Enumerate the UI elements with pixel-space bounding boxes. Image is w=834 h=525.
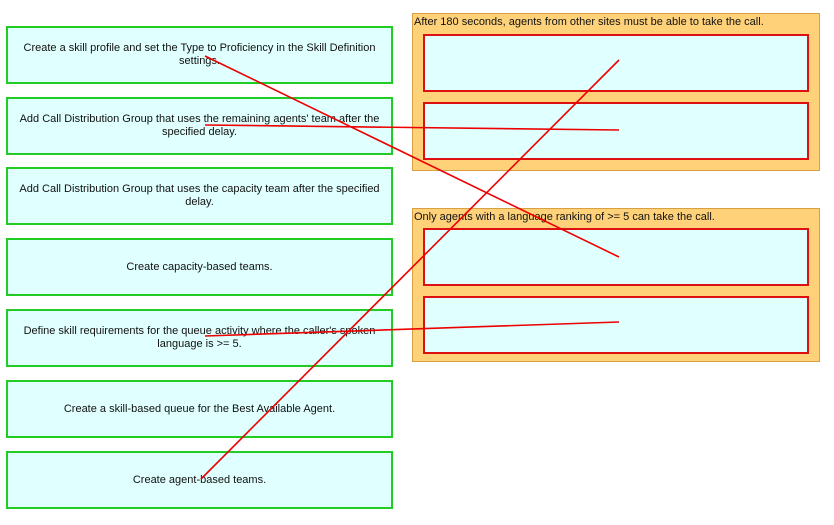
- option-skill-requirements[interactable]: Define skill requirements for the queue …: [6, 309, 393, 367]
- option-skill-profile[interactable]: Create a skill profile and set the Type …: [6, 26, 393, 84]
- target-panel-language-ranking: Only agents with a language ranking of >…: [412, 208, 820, 362]
- option-label: Add Call Distribution Group that uses th…: [19, 183, 380, 208]
- option-cdg-remaining-agents[interactable]: Add Call Distribution Group that uses th…: [6, 97, 393, 155]
- option-label: Create agent-based teams.: [132, 473, 267, 486]
- option-label: Create a skill-based queue for the Best …: [63, 402, 336, 415]
- answer-slot-3[interactable]: [423, 228, 809, 286]
- panel-title: Only agents with a language ranking of >…: [414, 211, 715, 223]
- option-label: Add Call Distribution Group that uses th…: [19, 113, 380, 138]
- option-capacity-teams[interactable]: Create capacity-based teams.: [6, 238, 393, 296]
- option-label: Create a skill profile and set the Type …: [23, 42, 376, 67]
- option-cdg-capacity-team[interactable]: Add Call Distribution Group that uses th…: [6, 167, 393, 225]
- answer-slot-4[interactable]: [423, 296, 809, 354]
- option-skill-based-queue[interactable]: Create a skill-based queue for the Best …: [6, 380, 393, 438]
- panel-title: After 180 seconds, agents from other sit…: [414, 16, 764, 28]
- option-label: Define skill requirements for the queue …: [23, 325, 376, 350]
- target-panel-other-sites: After 180 seconds, agents from other sit…: [412, 13, 820, 171]
- option-label: Create capacity-based teams.: [126, 260, 273, 273]
- answer-slot-2[interactable]: [423, 102, 809, 160]
- option-agent-based-teams[interactable]: Create agent-based teams.: [6, 451, 393, 509]
- answer-slot-1[interactable]: [423, 34, 809, 92]
